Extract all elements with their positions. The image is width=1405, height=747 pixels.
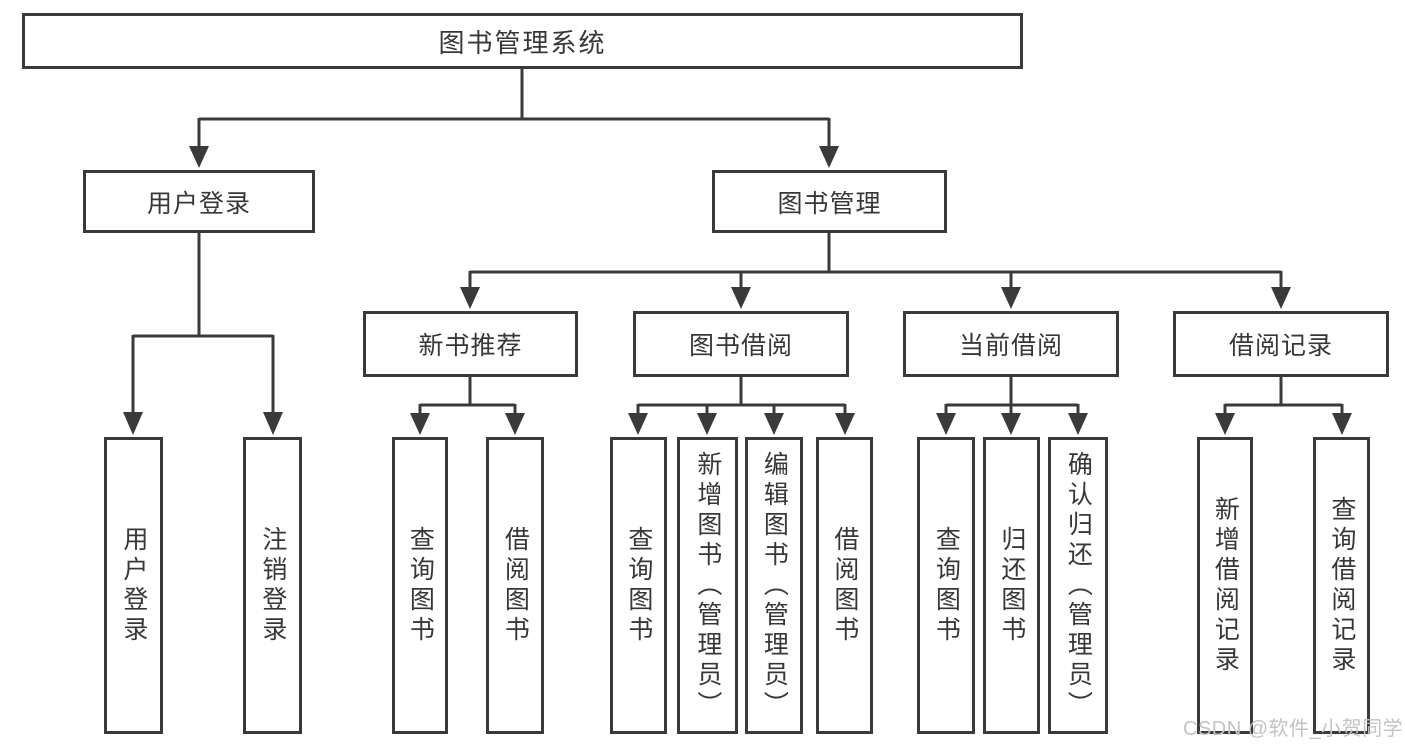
leaf-label: 查询图书: [406, 525, 435, 646]
node-borrowing-records: 借阅记录: [1173, 311, 1389, 377]
leaf-label: 查询图书: [932, 525, 961, 646]
leaf-query-books-borrow: 查询图书: [610, 437, 667, 734]
leaf-label: 新增借阅记录: [1211, 495, 1240, 676]
leaf-add-borrow-record: 新增借阅记录: [1197, 437, 1253, 734]
leaf-label: 查询借阅记录: [1327, 495, 1356, 676]
node-current-borrowing: 当前借阅: [903, 311, 1119, 377]
node-label: 图书管理系统: [438, 27, 607, 58]
leaf-query-books-newbook: 查询图书: [392, 437, 448, 734]
leaf-label: 新增图书（管理员）: [693, 450, 722, 721]
leaf-label: 借阅图书: [501, 525, 530, 646]
node-user-login: 用户登录: [83, 170, 315, 233]
leaf-confirm-return-admin: 确认归还（管理员）: [1048, 437, 1108, 734]
node-label: 图书借阅: [688, 332, 793, 360]
leaf-edit-books-admin: 编辑图书（管理员）: [745, 437, 803, 734]
leaf-label: 用户登录: [119, 525, 148, 646]
node-label: 借阅记录: [1228, 332, 1333, 360]
leaf-borrow-books: 借阅图书: [816, 437, 873, 734]
leaf-label: 注销登录: [258, 525, 287, 646]
node-book-management: 图书管理: [712, 170, 947, 233]
node-book-borrowing: 图书借阅: [633, 311, 849, 377]
leaf-return-books: 归还图书: [983, 437, 1040, 734]
leaf-add-books-admin: 新增图书（管理员）: [677, 437, 738, 734]
leaf-label: 确认归还（管理员）: [1064, 450, 1093, 721]
leaf-logout: 注销登录: [243, 437, 302, 734]
node-label: 用户登录: [146, 189, 251, 218]
node-library-system-root: 图书管理系统: [22, 13, 1023, 69]
node-new-book-recommend: 新书推荐: [363, 311, 578, 377]
leaf-borrow-books-newbook: 借阅图书: [486, 437, 544, 734]
node-label: 当前借阅: [958, 332, 1063, 360]
leaf-query-books-current: 查询图书: [917, 437, 975, 734]
node-label: 新书推荐: [418, 332, 523, 360]
leaf-query-borrow-record: 查询借阅记录: [1313, 437, 1370, 734]
node-label: 图书管理: [777, 189, 882, 218]
leaf-label: 查询图书: [624, 525, 653, 646]
leaf-label: 归还图书: [997, 525, 1026, 646]
csdn-watermark: CSDN @软件_小贺同学: [1183, 718, 1404, 740]
leaf-user-login: 用户登录: [104, 437, 163, 734]
leaf-label: 编辑图书（管理员）: [760, 450, 789, 721]
leaf-label: 借阅图书: [830, 525, 859, 646]
